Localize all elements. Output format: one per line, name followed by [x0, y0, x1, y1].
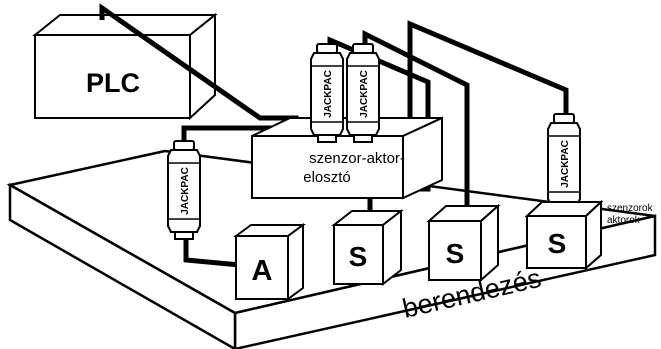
cable-distributor-s3 [407, 20, 569, 123]
module-sensor-2: S [426, 203, 501, 283]
distributor-label-line2: elosztó [303, 169, 351, 186]
module-sensor-1: S [331, 208, 404, 287]
distributor-box: szenzor-aktor- elosztó [251, 116, 443, 200]
label-szenzorok: szenzorok [607, 203, 654, 214]
module-label-a: A [252, 255, 273, 287]
jackpac-connector-center-1: JACKPAC [310, 43, 344, 143]
module-label-s2: S [446, 238, 465, 269]
label-aktorok: aktorok [607, 215, 641, 226]
platform-left [8, 182, 237, 349]
module-label-s1: S [349, 241, 368, 272]
distributor-front [251, 135, 404, 199]
cable-jackpac2-s2 [362, 29, 470, 207]
svg-text:JACKPAC: JACKPAC [359, 70, 370, 118]
svg-text:JACKPAC: JACKPAC [560, 140, 571, 188]
module-sensor-3: S [524, 199, 604, 271]
jackpac-connector-left: JACKPAC [167, 140, 201, 240]
plc-label: PLC [86, 68, 140, 98]
jackpac-connector-right: JACKPAC [547, 113, 581, 213]
cable-to-a [183, 233, 241, 268]
jackpac-connector-center-2: JACKPAC [346, 43, 380, 143]
module-label-s3: S [548, 228, 567, 259]
distributor-label-line1: szenzor-aktor- [309, 150, 405, 167]
svg-text:JACKPAC: JACKPAC [180, 167, 191, 215]
svg-text:JACKPAC: JACKPAC [323, 70, 334, 118]
module-actuator-a: A [232, 223, 307, 301]
